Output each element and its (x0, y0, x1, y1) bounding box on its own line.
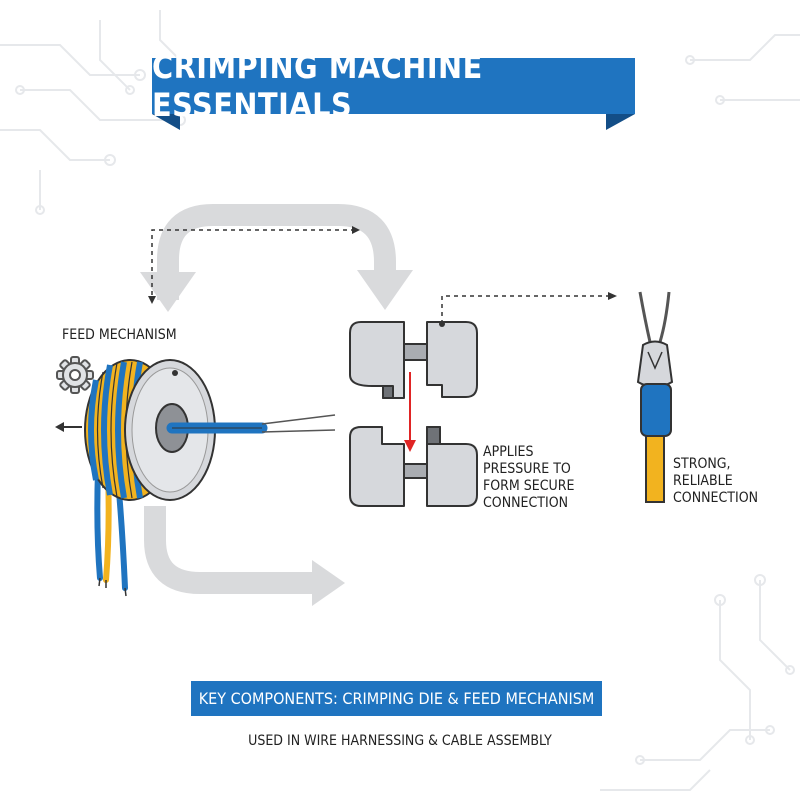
usage-caption: USED IN WIRE HARNESSING & CABLE ASSEMBLY (248, 733, 552, 749)
key-components-banner: KEY COMPONENTS: CRIMPING DIE & FEED MECH… (191, 681, 602, 716)
flow-arrow-bottom (144, 506, 345, 606)
wire-spool-icon (84, 359, 336, 597)
feed-mechanism-label: FEED MECHANISM (62, 327, 177, 343)
title-ribbon-right (606, 114, 635, 130)
crimping-die-icon (349, 321, 478, 507)
applies-pressure-label: APPLIES PRESSURE TO FORM SECURE CONNECTI… (483, 444, 575, 511)
flow-arrow-top (140, 204, 413, 312)
key-components-text: KEY COMPONENTS: CRIMPING DIE & FEED MECH… (198, 689, 595, 708)
title-banner: CRIMPING MACHINE ESSENTIALS (152, 48, 635, 124)
title-ribbon-left (152, 114, 180, 130)
dashed-connector-right (441, 295, 610, 324)
press-direction-arrow (404, 372, 416, 452)
page-title: CRIMPING MACHINE ESSENTIALS (152, 48, 483, 124)
feed-direction-arrow (55, 422, 82, 432)
gear-icon (56, 356, 94, 394)
dashed-arrowhead-left-down (148, 296, 156, 304)
dashed-arrowhead-left-right (352, 226, 360, 234)
crimped-terminal-icon (636, 291, 674, 503)
dashed-arrowhead-right (608, 292, 617, 300)
dashed-connector-left (151, 229, 355, 296)
strong-connection-label: STRONG, RELIABLE CONNECTION (673, 456, 759, 506)
